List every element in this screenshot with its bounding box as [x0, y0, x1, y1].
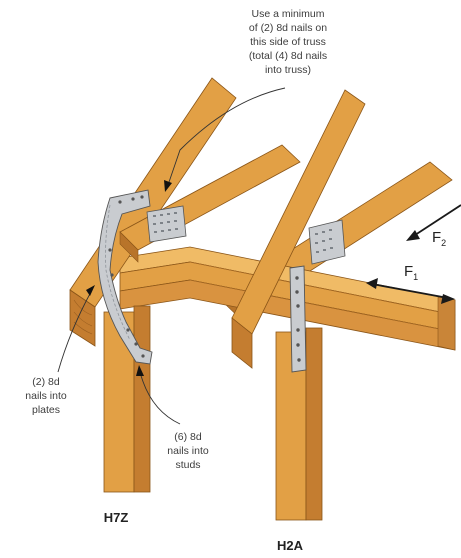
label-f2: F2 — [432, 229, 446, 248]
f1-arrowhead-left — [366, 278, 378, 289]
h2a-connector — [289, 265, 307, 373]
callout-left-line: plates — [32, 404, 60, 416]
callout-top-line: this side of truss — [250, 36, 326, 48]
right-stud — [275, 327, 323, 521]
callout-right-line: studs — [175, 459, 200, 471]
callout-top-line: (total (4) 8d nails — [249, 50, 327, 62]
leader-right — [139, 371, 181, 425]
leader-top-arrowhead — [164, 180, 172, 192]
callout-left-line: nails into — [25, 390, 67, 402]
truss-gusset-plate-right — [308, 219, 346, 265]
callout-left-line: (2) 8d — [32, 376, 60, 388]
leader-left — [57, 289, 93, 373]
f1-arrowhead-right — [441, 294, 455, 304]
right-front-chord — [231, 89, 366, 369]
top-plates — [119, 246, 456, 351]
callout-right-line: (6) 8d — [174, 431, 202, 443]
leader-left-arrowhead — [86, 285, 95, 296]
label-f2-sub: 2 — [441, 238, 446, 248]
callout-right-line: nails into — [167, 445, 209, 457]
callout-left: (2) 8d nails into plates — [25, 376, 67, 416]
label-h2a: H2A — [277, 538, 304, 553]
label-f1-sub: 1 — [413, 272, 418, 282]
force-arrows — [366, 204, 461, 304]
callout-top-line: of (2) 8d nails on — [249, 22, 327, 34]
leader-top — [167, 87, 286, 186]
f1-arrow-line — [371, 283, 449, 299]
label-f1: F1 — [404, 263, 418, 282]
callout-top: Use a minimum of (2) 8d nails on this si… — [249, 8, 327, 76]
h7z-connector — [97, 189, 153, 365]
callout-right: (6) 8d nails into studs — [167, 431, 209, 471]
label-h7z: H7Z — [104, 510, 129, 525]
callout-top-line: into truss) — [265, 64, 311, 76]
leader-lines — [57, 87, 286, 425]
f2-arrowhead — [406, 230, 420, 241]
callout-top-line: Use a minimum — [252, 8, 325, 20]
label-f1-main: F — [404, 263, 413, 280]
leader-right-arrowhead — [136, 365, 144, 376]
truss-gusset-plate-left — [146, 205, 187, 243]
f2-arrow-line — [411, 204, 461, 238]
label-f2-main: F — [432, 229, 441, 246]
